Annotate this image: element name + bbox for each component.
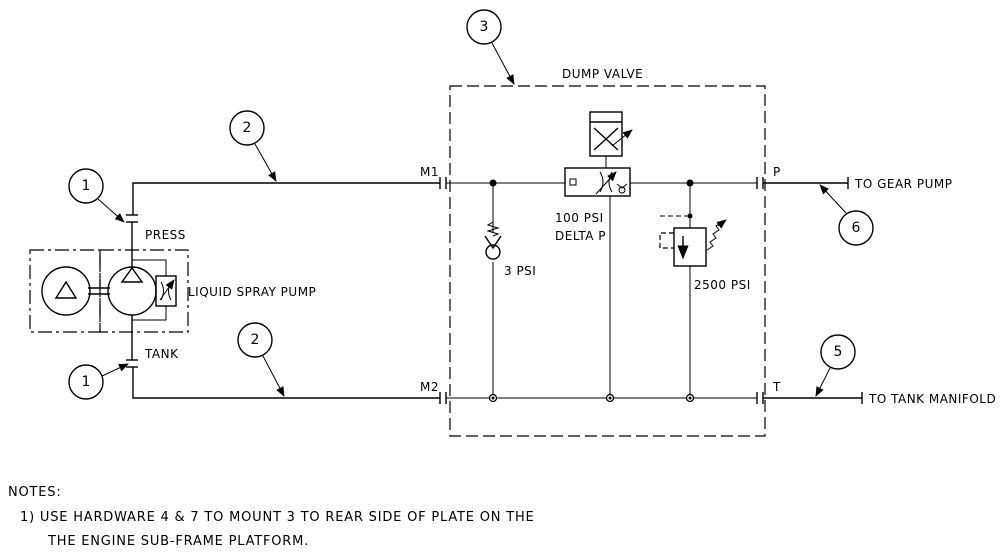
note-line-2: THE ENGINE SUB-FRAME PLATFORM. (47, 534, 309, 549)
pump-compensator (155, 275, 177, 307)
tank-port-label: TANK (144, 347, 179, 361)
svg-text:5: 5 (834, 344, 843, 360)
port-p-label: P (773, 165, 781, 179)
dump-valve-boundary (449, 85, 766, 437)
pump-label: LIQUID SPRAY PUMP (188, 285, 316, 299)
check-valve-seat (484, 235, 502, 250)
balloon-2-pressure: 2 (229, 110, 277, 182)
svg-text:2: 2 (243, 120, 252, 136)
port-m2-label: M2 (420, 380, 439, 394)
svg-text:3: 3 (480, 19, 489, 35)
check-valve-label: 3 PSI (504, 264, 536, 278)
check-valve-branch (484, 179, 502, 403)
balloon-1-press: 1 (68, 168, 125, 223)
flow-control-branch (605, 196, 615, 403)
balloon-3: 3 (466, 9, 515, 85)
relief-valve-body (673, 227, 707, 267)
relief-valve-label: 2500 PSI (694, 278, 751, 292)
solenoid-flow-control-valve (564, 111, 633, 197)
relief-valve-branch (659, 179, 727, 403)
flow-control-label-1: 100 PSI (555, 211, 604, 225)
press-port-label: PRESS (145, 228, 186, 242)
dump-valve-title: DUMP VALVE (562, 67, 643, 81)
flow-control-body (564, 167, 631, 197)
svg-text:1: 1 (82, 374, 91, 390)
svg-text:1: 1 (82, 178, 91, 194)
notes-heading: NOTES: (8, 485, 62, 500)
tank-line (132, 373, 863, 404)
check-valve-ball (485, 244, 501, 260)
port-m1-label: M1 (420, 165, 439, 179)
balloon-5: 5 (815, 334, 856, 397)
liquid-spray-pump (29, 206, 189, 373)
flow-control-label-2: DELTA P (555, 229, 606, 243)
svg-text:6: 6 (852, 220, 861, 236)
pump-icon (107, 266, 157, 316)
balloon-1-tank: 1 (68, 363, 129, 400)
engine-motor-icon (41, 266, 91, 316)
balloon-2-tank: 2 (237, 322, 285, 397)
svg-text:2: 2 (251, 332, 260, 348)
tank-manifold-destination: TO TANK MANIFOLD (868, 392, 996, 406)
port-t-label: T (772, 380, 781, 394)
note-line-1: 1) USE HARDWARE 4 & 7 TO MOUNT 3 TO REAR… (20, 510, 535, 525)
balloon-6: 6 (819, 184, 874, 246)
gear-pump-destination: TO GEAR PUMP (854, 177, 952, 191)
